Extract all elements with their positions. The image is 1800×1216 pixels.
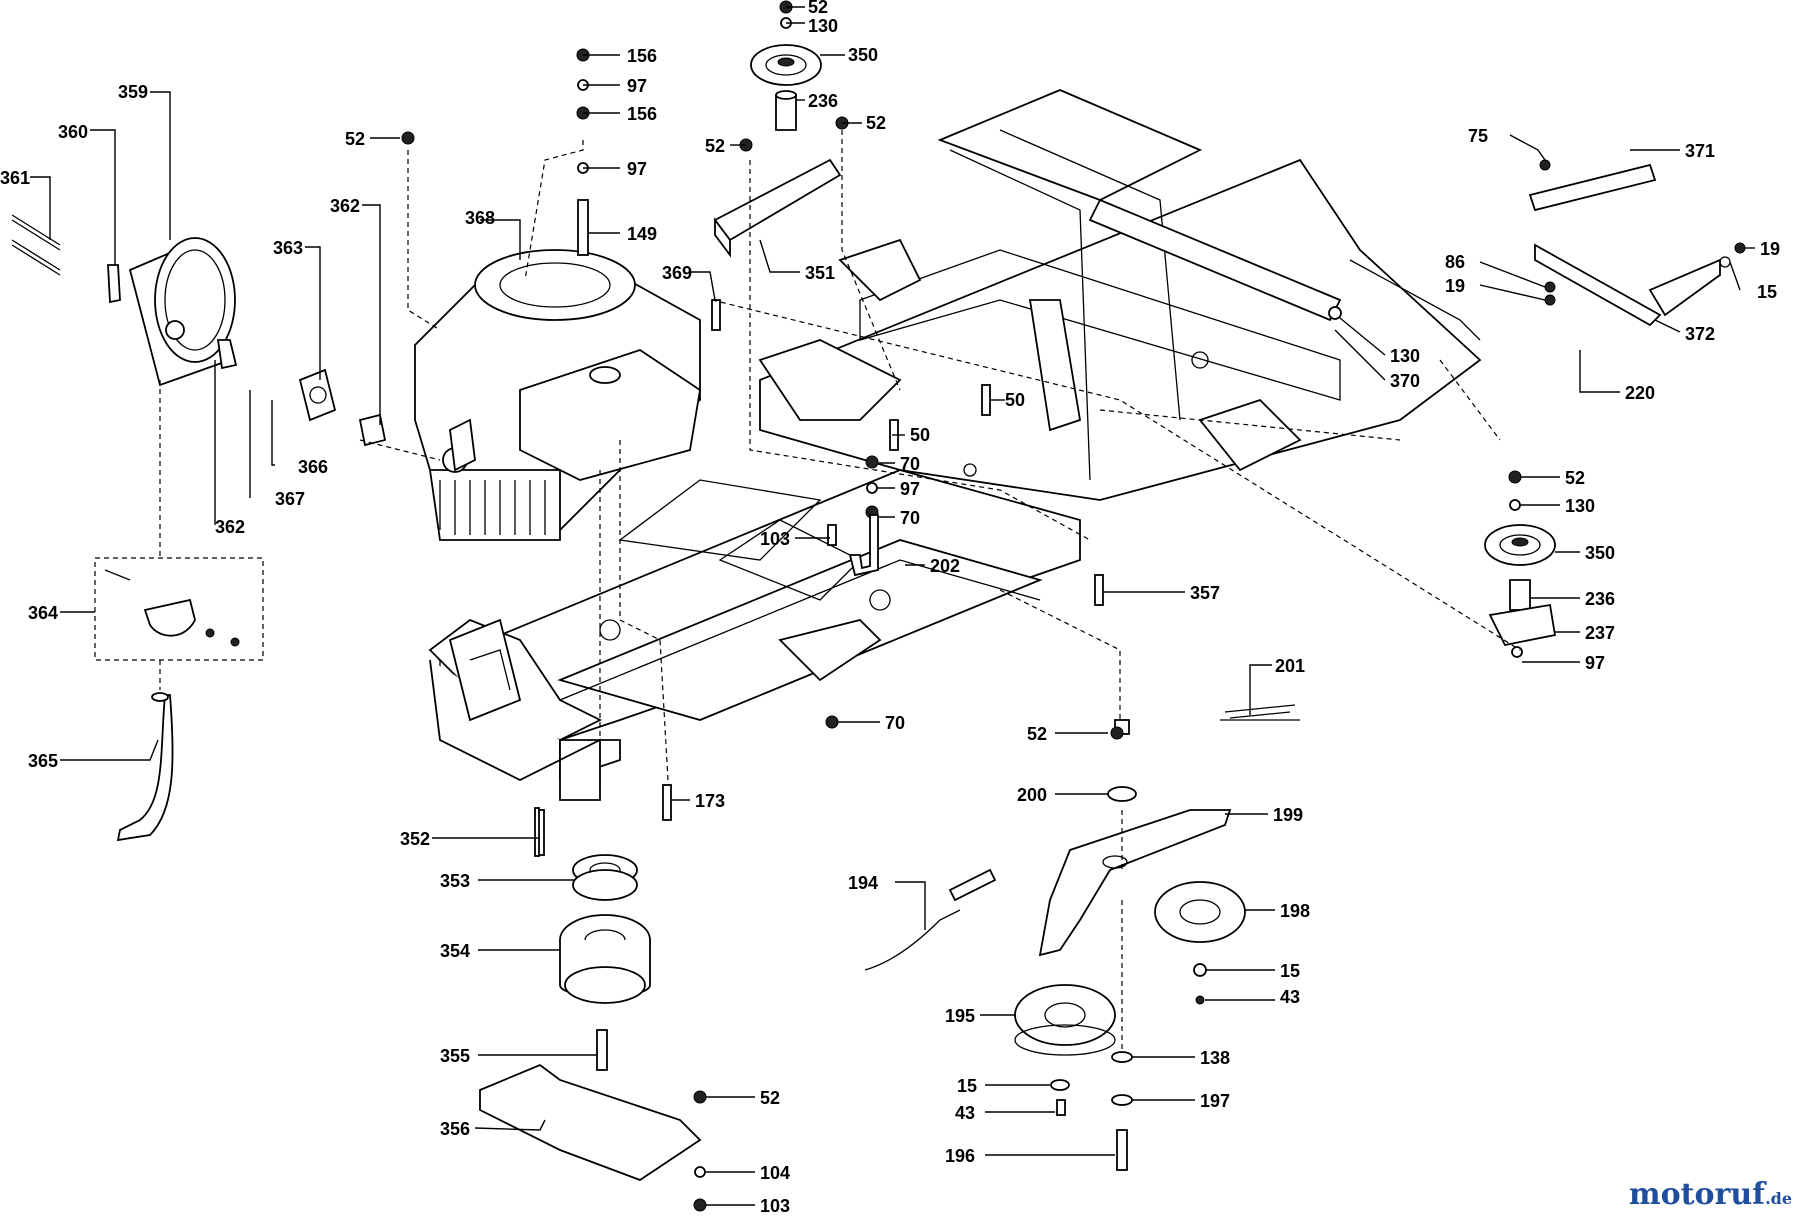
callout-label: 369 — [662, 263, 692, 283]
callout-label: 356 — [440, 1119, 470, 1139]
callout-label: 104 — [760, 1163, 790, 1183]
watermark-brand: motoruf — [1628, 1177, 1766, 1212]
callout-label: 52 — [760, 1088, 780, 1108]
callout-label: 363 — [273, 238, 303, 258]
callout-label: 138 — [1200, 1048, 1230, 1068]
callout-label: 70 — [900, 454, 920, 474]
callout-label: 97 — [1585, 653, 1605, 673]
callout-label: 156 — [627, 104, 657, 124]
callout-label: 365 — [28, 751, 58, 771]
callout-label: 200 — [1017, 785, 1047, 805]
callout-label: 201 — [1275, 656, 1305, 676]
callout-label: 237 — [1585, 623, 1615, 643]
engine — [414, 249, 701, 541]
callout-label: 350 — [848, 45, 878, 65]
callout-label: 198 — [1280, 901, 1310, 921]
callout-label: 353 — [440, 871, 470, 891]
callout-label: 130 — [1390, 346, 1420, 366]
muffler-assembly — [11, 214, 387, 842]
callout-label: 362 — [330, 196, 360, 216]
callout-label: 370 — [1390, 371, 1420, 391]
callout-label: 360 — [58, 122, 88, 142]
callout-label: 361 — [0, 168, 30, 188]
callout-label: 202 — [930, 556, 960, 576]
callout-label: 75 — [1468, 126, 1488, 146]
callout-label: 52 — [1027, 724, 1047, 744]
callout-label: 362 — [215, 517, 245, 537]
clamp-kit — [104, 569, 240, 647]
callout-label: 52 — [345, 129, 365, 149]
callout-label: 173 — [695, 791, 725, 811]
bracket-right-assembly — [1528, 159, 1746, 327]
callout-label: 367 — [275, 489, 305, 509]
callout-label: 355 — [440, 1046, 470, 1066]
watermark-tld: .de — [1765, 1189, 1792, 1208]
callout-label: 130 — [1565, 496, 1595, 516]
clamp-kit-box — [94, 557, 264, 661]
callout-label: 199 — [1273, 805, 1303, 825]
callout-label: 15 — [1757, 282, 1777, 302]
callout-label: 357 — [1190, 583, 1220, 603]
callout-label: 350 — [1585, 543, 1615, 563]
callout-label: 156 — [627, 46, 657, 66]
callout-label: 97 — [900, 479, 920, 499]
callout-label: 97 — [627, 76, 647, 96]
idler-arm-assembly — [864, 704, 1300, 1171]
callout-label: 50 — [1005, 390, 1025, 410]
callout-label: 196 — [945, 1146, 975, 1166]
callout-label: 52 — [705, 136, 725, 156]
callout-label: 43 — [1280, 987, 1300, 1007]
callout-label: 195 — [945, 1006, 975, 1026]
callout-label: 220 — [1625, 383, 1655, 403]
callout-label: 366 — [298, 457, 328, 477]
callout-label: 364 — [28, 603, 58, 623]
callout-label: 103 — [760, 529, 790, 549]
callout-label: 352 — [400, 829, 430, 849]
callout-label: 19 — [1760, 239, 1780, 259]
callout-label: 236 — [1585, 589, 1615, 609]
pulley-right-assembly — [1484, 524, 1557, 647]
callout-label: 70 — [885, 713, 905, 733]
callout-label: 86 — [1445, 252, 1465, 272]
reference-lines — [159, 130, 1521, 1050]
callout-label: 19 — [1445, 276, 1465, 296]
callout-label: 70 — [900, 508, 920, 528]
callout-label: 194 — [848, 873, 878, 893]
callout-label: 197 — [1200, 1091, 1230, 1111]
leader-lines — [30, 6, 1755, 1206]
callout-label: 15 — [1280, 961, 1300, 981]
callout-label: 130 — [808, 16, 838, 36]
callout-label: 371 — [1685, 141, 1715, 161]
watermark-logo: motoruf.de — [1629, 1177, 1792, 1212]
callout-label: 236 — [808, 91, 838, 111]
clutch-assembly — [479, 809, 702, 1182]
callout-label: 50 — [910, 425, 930, 445]
callout-label: 368 — [465, 208, 495, 228]
callout-label: 15 — [957, 1076, 977, 1096]
callout-label: 43 — [955, 1103, 975, 1123]
callout-label: 149 — [627, 224, 657, 244]
callout-label: 52 — [1565, 468, 1585, 488]
callout-label: 359 — [118, 82, 148, 102]
callout-label: 351 — [805, 263, 835, 283]
callout-label: 97 — [627, 159, 647, 179]
pulley-top-assembly — [713, 44, 842, 258]
callout-label: 372 — [1685, 324, 1715, 344]
callout-label: 52 — [808, 0, 828, 17]
callout-label: 52 — [866, 113, 886, 133]
callout-label: 103 — [760, 1196, 790, 1216]
callout-label: 354 — [440, 941, 470, 961]
